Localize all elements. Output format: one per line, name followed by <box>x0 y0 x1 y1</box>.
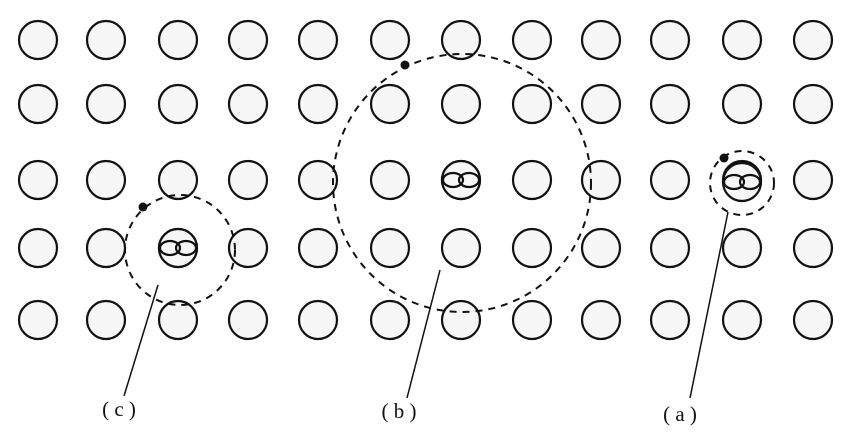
lattice-atom <box>649 299 691 341</box>
lattice-atom <box>649 83 691 125</box>
lattice-atoms <box>17 19 834 341</box>
lattice-atom <box>227 83 269 125</box>
lattice-atom <box>85 19 127 61</box>
leader-lines <box>123 211 729 399</box>
lattice-atom <box>580 19 622 61</box>
lattice-atom <box>580 299 622 341</box>
impurity-atom-b-core <box>440 159 482 201</box>
lattice-atom <box>227 299 269 341</box>
lattice-atom <box>369 299 411 341</box>
lattice-atom <box>792 83 834 125</box>
lattice-atom <box>721 83 763 125</box>
lattice-atom <box>369 83 411 125</box>
lattice-atom <box>721 227 763 269</box>
lattice-atom <box>580 83 622 125</box>
lattice-atom <box>297 83 339 125</box>
lattice-atom <box>297 159 339 201</box>
lattice-atom <box>157 159 199 201</box>
lattice-atom <box>511 227 553 269</box>
lattice-atom <box>17 19 59 61</box>
lattice-atom <box>157 83 199 125</box>
impurity-atom-a-core <box>721 161 763 203</box>
lattice-atom <box>580 159 622 201</box>
label-a: ( a ) <box>663 402 697 426</box>
label-c: ( c ) <box>102 397 136 421</box>
lattice-atom <box>17 159 59 201</box>
lattice-atom <box>369 19 411 61</box>
lattice-atom <box>511 83 553 125</box>
orbit-c <box>124 194 236 306</box>
lattice-atom <box>721 19 763 61</box>
lattice-atom <box>440 19 482 61</box>
lattice-atom <box>17 83 59 125</box>
electron-orbits <box>124 53 775 313</box>
lattice-atom <box>227 159 269 201</box>
orbit-b <box>332 53 592 313</box>
impurity-atom-b-lobe-right <box>457 171 481 189</box>
lattice-atom <box>649 19 691 61</box>
impurity-atom-a-lobe-left <box>722 173 746 191</box>
lattice-atom <box>85 299 127 341</box>
electron-a <box>719 153 729 163</box>
lattice-atom <box>297 19 339 61</box>
leader-line-b <box>406 269 441 399</box>
lattice-atom <box>580 227 622 269</box>
lattice-atom <box>297 227 339 269</box>
label-b: ( b ) <box>382 399 417 423</box>
impurity-atom-a-lobe-right <box>738 173 762 191</box>
lattice-atom <box>157 19 199 61</box>
lattice-atom <box>511 299 553 341</box>
lattice-atom <box>649 227 691 269</box>
lattice-atom <box>369 159 411 201</box>
impurity-atom-c <box>157 227 199 269</box>
leader-line-a <box>689 211 729 399</box>
impurity-atom-c-lobe-right <box>174 239 198 257</box>
electron-c <box>138 202 148 212</box>
lattice-atom <box>511 19 553 61</box>
lattice-atom <box>227 227 269 269</box>
impurity-atom-c-lobe-left <box>158 239 182 257</box>
lattice-atom <box>511 159 553 201</box>
impurity-atom-b-lobe-left <box>441 171 465 189</box>
lattice-atom <box>792 299 834 341</box>
lattice-atom <box>17 227 59 269</box>
lattice-atom <box>440 227 482 269</box>
lattice-atom <box>721 299 763 341</box>
lattice-atom <box>85 159 127 201</box>
electron-b <box>400 60 410 70</box>
lattice-atom <box>792 227 834 269</box>
orbit-a <box>709 150 775 216</box>
lattice-atom <box>157 299 199 341</box>
lattice-atom <box>792 19 834 61</box>
lattice-atom <box>649 159 691 201</box>
impurity-atoms <box>157 159 763 269</box>
impurity-atom-a <box>721 161 763 203</box>
impurity-atom-c-core <box>157 227 199 269</box>
impurity-atom-b <box>440 159 482 201</box>
lattice-atom <box>440 299 482 341</box>
leader-line-c <box>123 284 159 397</box>
lattice-atom <box>440 83 482 125</box>
lattice-atom <box>297 299 339 341</box>
lattice-atom <box>17 299 59 341</box>
lattice-atom <box>792 159 834 201</box>
lattice-atom <box>369 227 411 269</box>
lattice-atom <box>227 19 269 61</box>
lattice-atom <box>85 227 127 269</box>
lattice-atom <box>85 83 127 125</box>
